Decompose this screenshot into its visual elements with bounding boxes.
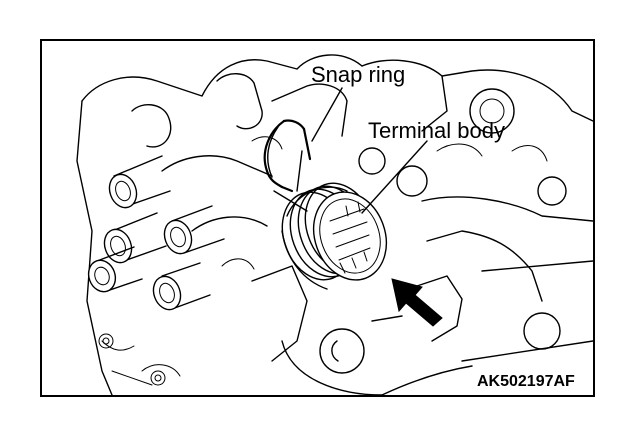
terminal-body-leader	[361, 140, 428, 214]
transmission-case	[361, 59, 593, 395]
snap-ring-leader	[311, 87, 343, 142]
terminal-body-label: Terminal body	[368, 118, 505, 143]
terminal-body	[281, 182, 388, 290]
diagram-frame: Snap ring Terminal body AK502197AF	[40, 39, 595, 397]
figure-code: AK502197AF	[477, 373, 575, 390]
arrow-icon	[391, 278, 443, 327]
snap-ring-label: Snap ring	[311, 62, 406, 87]
transmission-drawing	[76, 54, 593, 395]
valve-body-casting	[76, 54, 383, 395]
valve-tubes	[87, 155, 225, 311]
snap-ring	[263, 119, 312, 193]
bolts	[98, 88, 567, 386]
